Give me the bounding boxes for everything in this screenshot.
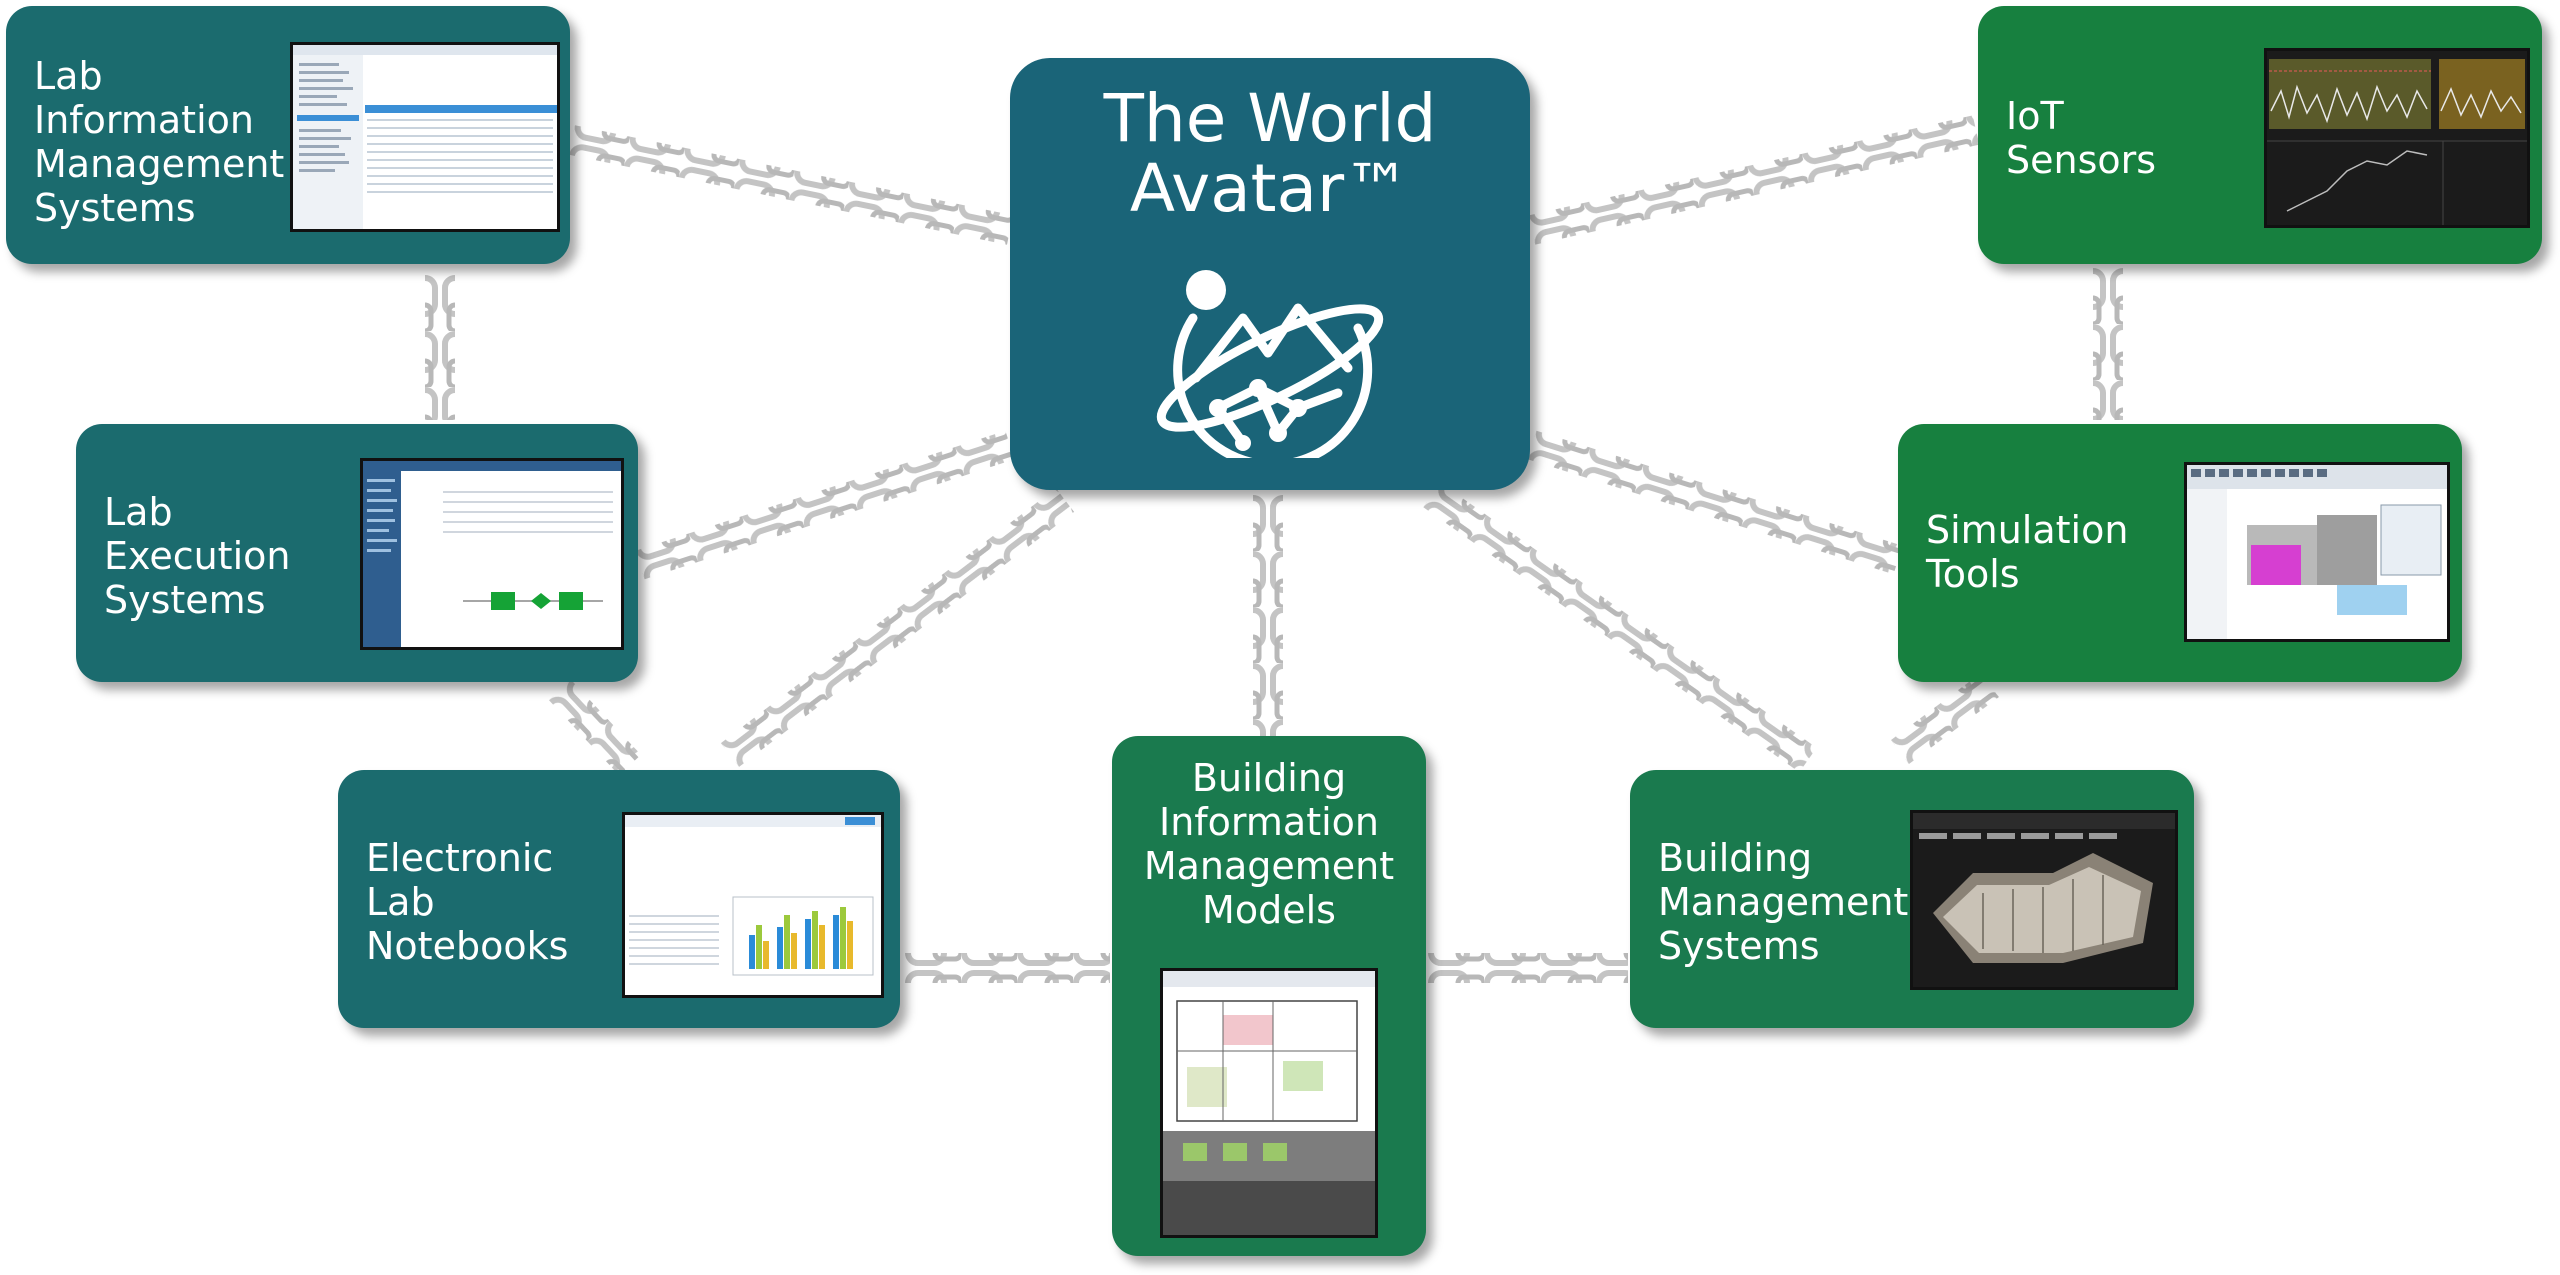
bim-screenshot	[1160, 968, 1378, 1238]
simulation-label: Simulation Tools	[1926, 508, 2129, 596]
chain-link-icon	[720, 488, 1075, 767]
chain-link-icon	[1527, 430, 1903, 575]
les-screenshot	[360, 458, 624, 650]
chain-link-icon	[635, 430, 1015, 580]
chain-link-icon	[905, 953, 1110, 983]
chain-link-icon	[1891, 672, 1999, 765]
chain-link-icon	[1428, 953, 1628, 983]
bms-node[interactable]: Building Management Systems	[1630, 770, 2194, 1028]
bms-label: Building Management Systems	[1658, 836, 1909, 968]
chain-link-icon	[1253, 495, 1283, 736]
chain-group	[425, 115, 2123, 983]
les-node[interactable]: Lab Execution Systems	[76, 424, 638, 682]
les-label: Lab Execution Systems	[104, 490, 291, 622]
lims-node[interactable]: Lab Information Management Systems	[6, 6, 570, 264]
chain-link-icon	[1423, 482, 1817, 773]
chain-link-icon	[2093, 268, 2123, 420]
iot-screenshot	[2264, 48, 2530, 228]
lims-label: Lab Information Management Systems	[34, 54, 285, 230]
chain-link-icon	[568, 125, 1014, 245]
hub-title: The World Avatar™	[1103, 80, 1437, 227]
simulation-screenshot	[2184, 462, 2450, 642]
eln-node[interactable]: Electronic Lab Notebooks	[338, 770, 900, 1028]
chain-link-icon	[425, 275, 455, 420]
world-avatar-hub[interactable]: The World Avatar™	[1010, 58, 1530, 490]
iot-label: IoT Sensors	[2006, 94, 2157, 182]
eln-screenshot	[622, 812, 884, 998]
bms-screenshot	[1910, 810, 2178, 990]
chain-link-icon	[1528, 115, 1980, 245]
chain-link-icon	[549, 679, 641, 776]
world-avatar-logo-icon	[1156, 270, 1384, 458]
lims-screenshot	[290, 42, 560, 232]
bim-label: Building Information Management Models	[1143, 756, 1395, 932]
simulation-node[interactable]: Simulation Tools	[1898, 424, 2462, 682]
iot-node[interactable]: IoT Sensors	[1978, 6, 2542, 264]
bim-node[interactable]: Building Information Management Models	[1112, 736, 1426, 1256]
eln-label: Electronic Lab Notebooks	[366, 836, 569, 968]
